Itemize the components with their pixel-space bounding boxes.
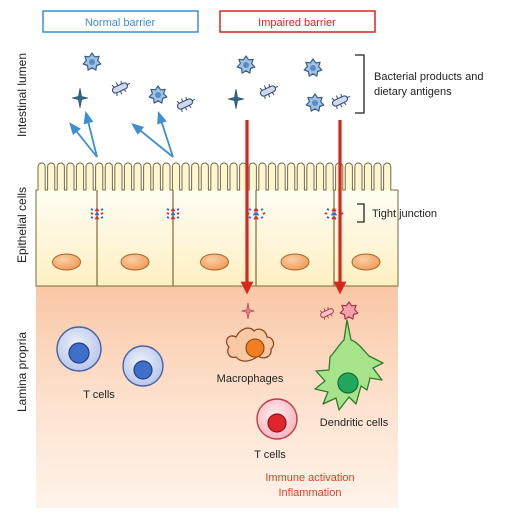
tight-junction-strand bbox=[248, 208, 252, 211]
dietary-antigens-label: dietary antigens bbox=[374, 86, 452, 98]
tight-junction-strand bbox=[170, 216, 175, 220]
tight-junction-strand bbox=[260, 208, 264, 211]
t-cells-right-label: T cells bbox=[254, 449, 286, 461]
tight-junction-strand bbox=[166, 208, 170, 211]
tight-junction-strand bbox=[176, 216, 180, 219]
normal-barrier-label: Normal barrier bbox=[85, 17, 156, 29]
bacterium-icon bbox=[319, 306, 334, 320]
reflect-arrow bbox=[83, 110, 98, 158]
cell-nucleus bbox=[351, 253, 381, 271]
antigen-icon bbox=[82, 52, 102, 71]
tight-junction-strand bbox=[326, 216, 330, 219]
bacterium-icon bbox=[109, 76, 134, 98]
antigen-spark-icon bbox=[71, 87, 89, 109]
t-cell-blue bbox=[56, 326, 102, 372]
tight-junction-strand bbox=[100, 212, 104, 215]
tight-junction-strand bbox=[253, 216, 258, 220]
cell-nucleus bbox=[52, 253, 81, 271]
lamina-propria-label: Lamina propria bbox=[15, 332, 29, 412]
reflect-arrow bbox=[69, 122, 98, 158]
tight-junction-strand bbox=[248, 216, 252, 219]
epithelium-body bbox=[36, 190, 398, 286]
epithelial-layer bbox=[35, 162, 399, 287]
t-cell-blue bbox=[122, 345, 164, 387]
dendritic-cells-label: Dendritic cells bbox=[320, 417, 389, 429]
tight-junction-strand bbox=[170, 212, 175, 216]
normal-barrier-box bbox=[42, 10, 199, 33]
bacterium-icon bbox=[174, 92, 199, 114]
antigen-icon bbox=[305, 93, 325, 112]
antigen-icon bbox=[339, 301, 359, 320]
epithelial-cells-label: Epithelial cells bbox=[15, 187, 29, 263]
tight-junction-strand bbox=[94, 216, 99, 220]
macrophages-label: Macrophages bbox=[217, 373, 284, 385]
tight-junction-strand bbox=[90, 212, 94, 215]
inflammation-label: Inflammation bbox=[279, 487, 342, 499]
immune-activation-label: Immune activation bbox=[265, 472, 354, 484]
tight-junction-strand bbox=[166, 212, 170, 215]
impaired-barrier-box bbox=[219, 10, 376, 33]
macrophage bbox=[225, 327, 275, 362]
tight-junction-strand bbox=[331, 216, 336, 220]
tight-junction-strand bbox=[94, 212, 99, 216]
epithelium-outline bbox=[35, 190, 399, 287]
antigen-spark-icon bbox=[227, 88, 245, 110]
tight-junction-strand bbox=[253, 208, 258, 212]
antigen-spark-icon bbox=[241, 302, 255, 320]
reflect-arrow bbox=[157, 111, 174, 158]
tight-junction-strand bbox=[100, 216, 104, 219]
microvilli bbox=[36, 162, 398, 191]
tight-junction-strand bbox=[94, 208, 99, 212]
tight-junction-strand bbox=[326, 208, 330, 211]
intestinal-lumen-label: Intestinal lumen bbox=[15, 53, 29, 137]
tight-junction-label: Tight junction bbox=[372, 208, 437, 220]
impaired-barrier-label: Impaired barrier bbox=[258, 17, 336, 29]
tight-junction-strand bbox=[176, 212, 180, 215]
cell-nucleus bbox=[280, 253, 310, 271]
t-cells-left-label: T cells bbox=[83, 389, 115, 401]
antigen-icon bbox=[236, 55, 256, 74]
tight-junction-strand bbox=[90, 208, 94, 211]
tight-junction-bracket bbox=[357, 203, 365, 223]
antigen-icon bbox=[303, 58, 323, 77]
tight-junction-strand bbox=[260, 216, 264, 219]
tight-junction-strand bbox=[330, 212, 337, 216]
tight-junction-strand bbox=[90, 216, 94, 219]
cell-nucleus bbox=[200, 253, 229, 271]
reflect-arrow bbox=[131, 123, 174, 158]
bacterium-icon bbox=[329, 89, 354, 111]
tight-junction-strand bbox=[166, 216, 170, 219]
tight-junction-strand bbox=[252, 212, 259, 216]
bacterial-products-label: Bacterial products and bbox=[374, 71, 483, 83]
t-cell-red bbox=[256, 398, 298, 440]
tight-junction-strand bbox=[176, 208, 180, 211]
antigen-icon bbox=[148, 85, 168, 104]
dendritic-cell bbox=[314, 319, 384, 411]
tight-junction-strand bbox=[170, 208, 175, 212]
bacterium-icon bbox=[257, 79, 282, 101]
cell-nucleus bbox=[120, 253, 150, 271]
bacterial-bracket bbox=[355, 54, 365, 114]
tight-junction-strand bbox=[100, 208, 104, 211]
tight-junction-strand bbox=[324, 212, 328, 215]
tight-junction-strand bbox=[331, 208, 336, 212]
tight-junction-strand bbox=[262, 212, 266, 215]
